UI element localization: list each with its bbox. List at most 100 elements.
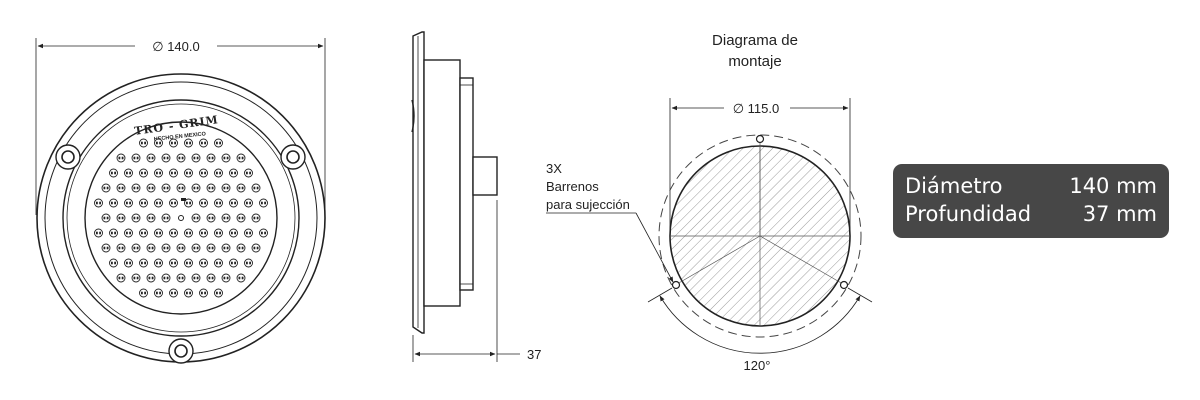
mounting-title-line1: Diagrama de — [712, 32, 798, 49]
led-38 — [124, 198, 133, 208]
led-79 — [236, 243, 246, 253]
led-88 — [214, 258, 223, 268]
side-connector — [472, 156, 498, 196]
led-26 — [116, 183, 126, 193]
mounting-hole-right — [839, 280, 849, 290]
front-diameter-dimension: ∅ 140.0 — [35, 38, 326, 215]
led-71 — [116, 243, 126, 253]
led-78 — [221, 243, 231, 253]
led-103 — [184, 288, 193, 298]
led-102 — [169, 288, 178, 298]
lens-rim — [84, 121, 278, 315]
screw-boss-bottom — [168, 338, 194, 364]
holes-callout: 3X Barrenos para sujección — [546, 161, 674, 283]
led-87 — [199, 258, 208, 268]
led-69 — [259, 228, 268, 238]
led-93 — [146, 273, 156, 283]
led-58 — [94, 228, 103, 238]
led-36 — [94, 198, 103, 208]
led-9 — [161, 153, 171, 163]
led-21 — [199, 168, 208, 178]
spec-box: Diámetro 140 mm Profundidad 37 mm — [893, 164, 1169, 238]
side-body — [423, 59, 461, 307]
led-28 — [146, 183, 156, 193]
side-depth-label: 37 — [527, 347, 541, 362]
led-96 — [191, 273, 201, 283]
led-56 — [236, 213, 246, 223]
led-94 — [161, 273, 171, 283]
led-4 — [199, 138, 208, 148]
side-depth-dimension — [412, 200, 520, 362]
led-47 — [259, 198, 268, 208]
led-62 — [154, 228, 163, 238]
led-1 — [154, 138, 163, 148]
front-diameter-label: ∅ 140.0 — [152, 39, 199, 54]
led-49 — [116, 213, 126, 223]
holes-callout-line3: para sujección — [546, 197, 630, 212]
side-lip — [411, 99, 415, 133]
led-20 — [184, 168, 193, 178]
led-95 — [176, 273, 186, 283]
led-63 — [169, 228, 178, 238]
outer-flange — [36, 73, 326, 363]
led-75 — [176, 243, 186, 253]
mounting-diameter-label: ∅ 115.0 — [733, 101, 780, 116]
led-64 — [184, 228, 193, 238]
led-99 — [236, 273, 246, 283]
led-6 — [116, 153, 126, 163]
led-22 — [214, 168, 223, 178]
led-11 — [191, 153, 201, 163]
led-68 — [244, 228, 253, 238]
led-83 — [139, 258, 148, 268]
led-66 — [214, 228, 223, 238]
screw-boss-left — [55, 144, 81, 170]
led-72 — [131, 243, 141, 253]
angle-label: 120° — [744, 358, 771, 373]
led-60 — [124, 228, 133, 238]
led-42 — [184, 198, 193, 208]
front-view: ∅ 140.0 TRO - GRIM HECHO EN MEXICO — [35, 38, 326, 364]
led-52 — [161, 213, 171, 223]
led-34 — [236, 183, 246, 193]
led-35 — [251, 183, 261, 193]
led-32 — [206, 183, 216, 193]
led-31 — [191, 183, 201, 193]
led-51 — [146, 213, 156, 223]
led-76 — [191, 243, 201, 253]
led-104 — [199, 288, 208, 298]
led-7 — [131, 153, 141, 163]
led-10 — [176, 153, 186, 163]
led-16 — [124, 168, 133, 178]
led-73 — [146, 243, 156, 253]
led-grid — [94, 138, 268, 298]
led-29 — [161, 183, 171, 193]
led-105 — [214, 288, 223, 298]
led-37 — [109, 198, 118, 208]
led-80 — [251, 243, 261, 253]
mounting-hole-top — [755, 134, 765, 144]
side-view — [411, 31, 520, 362]
mounting-title-line2: montaje — [728, 53, 781, 70]
led-27 — [131, 183, 141, 193]
led-3 — [184, 138, 193, 148]
mounting-hole-left — [671, 280, 681, 290]
led-43 — [199, 198, 208, 208]
led-53 — [191, 213, 201, 223]
led-90 — [244, 258, 253, 268]
led-84 — [154, 258, 163, 268]
led-46 — [244, 198, 253, 208]
led-82 — [124, 258, 133, 268]
led-89 — [229, 258, 238, 268]
led-14 — [236, 153, 246, 163]
spec-row-depth: Profundidad 37 mm — [905, 200, 1157, 228]
led-18 — [154, 168, 163, 178]
center-marks — [178, 198, 186, 221]
led-44 — [214, 198, 223, 208]
mounting-diameter-dimension — [669, 98, 851, 236]
led-45 — [229, 198, 238, 208]
side-flange — [412, 31, 425, 334]
led-81 — [109, 258, 118, 268]
led-55 — [221, 213, 231, 223]
led-0 — [139, 138, 148, 148]
made-in-text: HECHO EN MEXICO — [154, 131, 207, 143]
